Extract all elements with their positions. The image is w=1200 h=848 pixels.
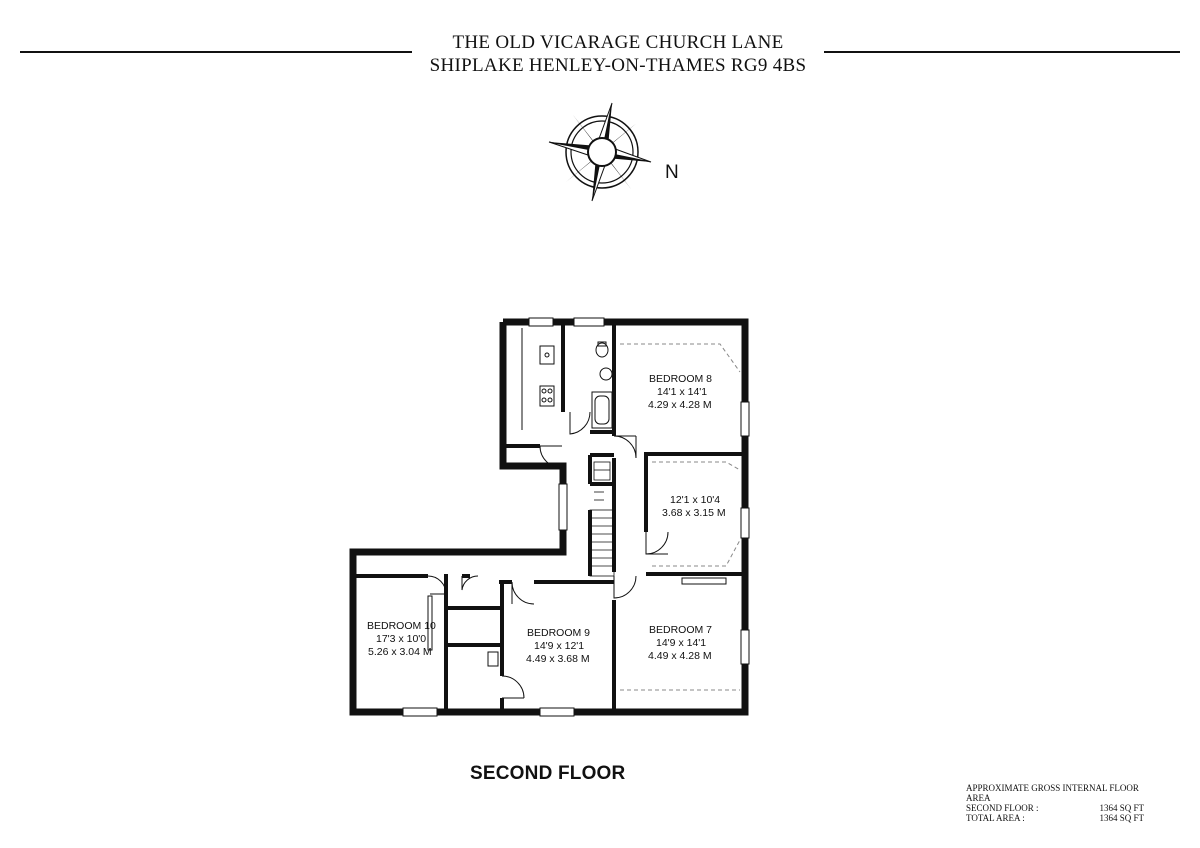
header-rule-right	[824, 51, 1180, 53]
staircase	[589, 461, 615, 577]
room-imperial: 14'1 x 14'1	[657, 386, 707, 398]
room-metric: 4.49 x 4.28 M	[648, 650, 712, 662]
compass-rose-icon	[548, 102, 652, 202]
room-metric: 5.26 x 3.04 M	[368, 646, 432, 658]
area-row-label: SECOND FLOOR :	[966, 803, 1039, 813]
kitchen-fixtures	[521, 328, 555, 430]
address-line-2: SHIPLAKE HENLEY-ON-THAMES RG9 4BS	[429, 55, 807, 76]
area-row: TOTAL AREA : 1364 SQ FT	[966, 813, 1144, 823]
header-rule-left	[20, 51, 412, 53]
ceiling-lines	[620, 343, 741, 691]
address-line-1: THE OLD VICARAGE CHURCH LANE	[452, 32, 784, 53]
area-summary: APPROXIMATE GROSS INTERNAL FLOOR AREA SE…	[966, 783, 1144, 823]
room-name: BEDROOM 7	[649, 624, 712, 636]
room-imperial: 14'9 x 12'1	[534, 640, 584, 652]
doors	[427, 411, 669, 699]
area-row-value: 1364 SQ FT	[1099, 813, 1144, 823]
room-name: BEDROOM 9	[527, 627, 590, 639]
area-row: SECOND FLOOR : 1364 SQ FT	[966, 803, 1144, 813]
room-bedroom-10: BEDROOM 10 17'3 x 10'0 5.26 x 3.04 M	[367, 620, 436, 658]
area-heading: APPROXIMATE GROSS INTERNAL FLOOR AREA	[966, 783, 1139, 803]
room-bedroom-9: BEDROOM 9 14'9 x 12'1 4.49 x 3.68 M	[526, 627, 590, 665]
room-name: BEDROOM 8	[649, 373, 712, 385]
compass-north-label: N	[665, 162, 679, 183]
floor-label: SECOND FLOOR	[470, 763, 626, 784]
room-bedroom-7: BEDROOM 7 14'9 x 14'1 4.49 x 4.28 M	[648, 624, 712, 662]
radiator	[427, 577, 727, 667]
area-row-label: TOTAL AREA :	[966, 813, 1025, 823]
room-metric: 4.49 x 3.68 M	[526, 653, 590, 665]
interior-walls	[353, 322, 745, 712]
room-bedroom-8: BEDROOM 8 14'1 x 14'1 4.29 x 4.28 M	[648, 373, 712, 411]
room-name: BEDROOM 10	[367, 620, 436, 632]
room-imperial: 14'9 x 14'1	[656, 637, 706, 649]
room-unnamed: 12'1 x 10'4 3.68 x 3.15 M	[662, 494, 726, 519]
room-imperial: 12'1 x 10'4	[670, 494, 720, 506]
area-row-value: 1364 SQ FT	[1099, 803, 1144, 813]
bathroom-fixtures	[591, 341, 613, 429]
room-metric: 4.29 x 4.28 M	[648, 399, 712, 411]
room-imperial: 17'3 x 10'0	[376, 633, 426, 645]
room-metric: 3.68 x 3.15 M	[662, 507, 726, 519]
windows	[402, 317, 750, 717]
